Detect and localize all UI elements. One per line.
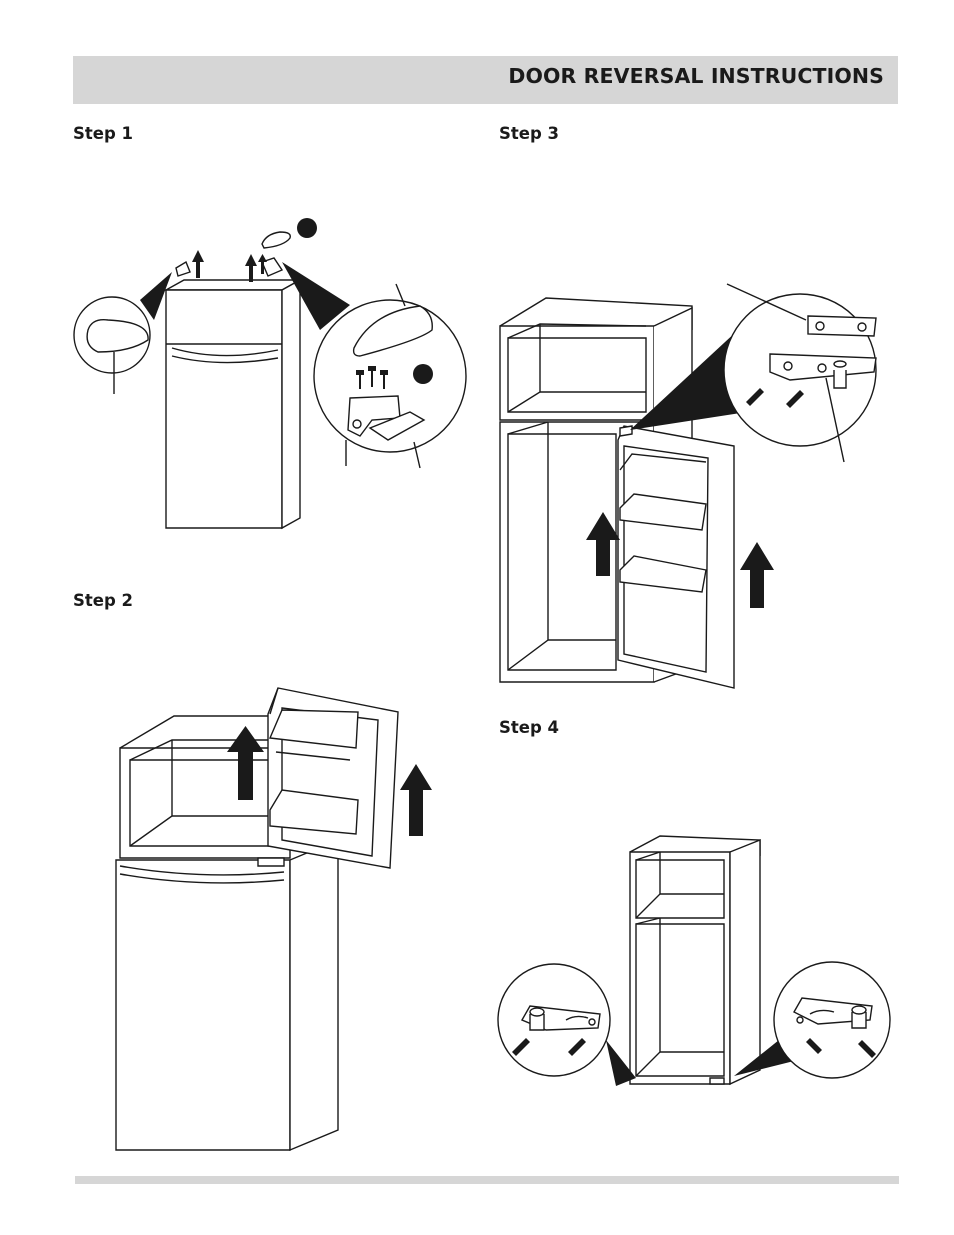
callout-badge-icon xyxy=(413,364,433,384)
step-1-illustration xyxy=(60,210,480,540)
header-bar: DOOR REVERSAL INSTRUCTIONS xyxy=(73,56,898,104)
step-2-illustration xyxy=(110,680,440,1155)
step-3-heading: Step 3 xyxy=(499,124,559,143)
step-4-heading: Step 4 xyxy=(499,718,559,737)
step-3-illustration xyxy=(495,270,875,695)
up-arrow-icon xyxy=(192,250,267,282)
footer-bar xyxy=(75,1176,899,1184)
step-2-heading: Step 2 xyxy=(73,591,133,610)
step-1-heading: Step 1 xyxy=(73,124,133,143)
step-4-illustration xyxy=(495,830,895,1095)
page-title: DOOR REVERSAL INSTRUCTIONS xyxy=(508,64,884,88)
callout-badge-icon xyxy=(297,218,317,238)
